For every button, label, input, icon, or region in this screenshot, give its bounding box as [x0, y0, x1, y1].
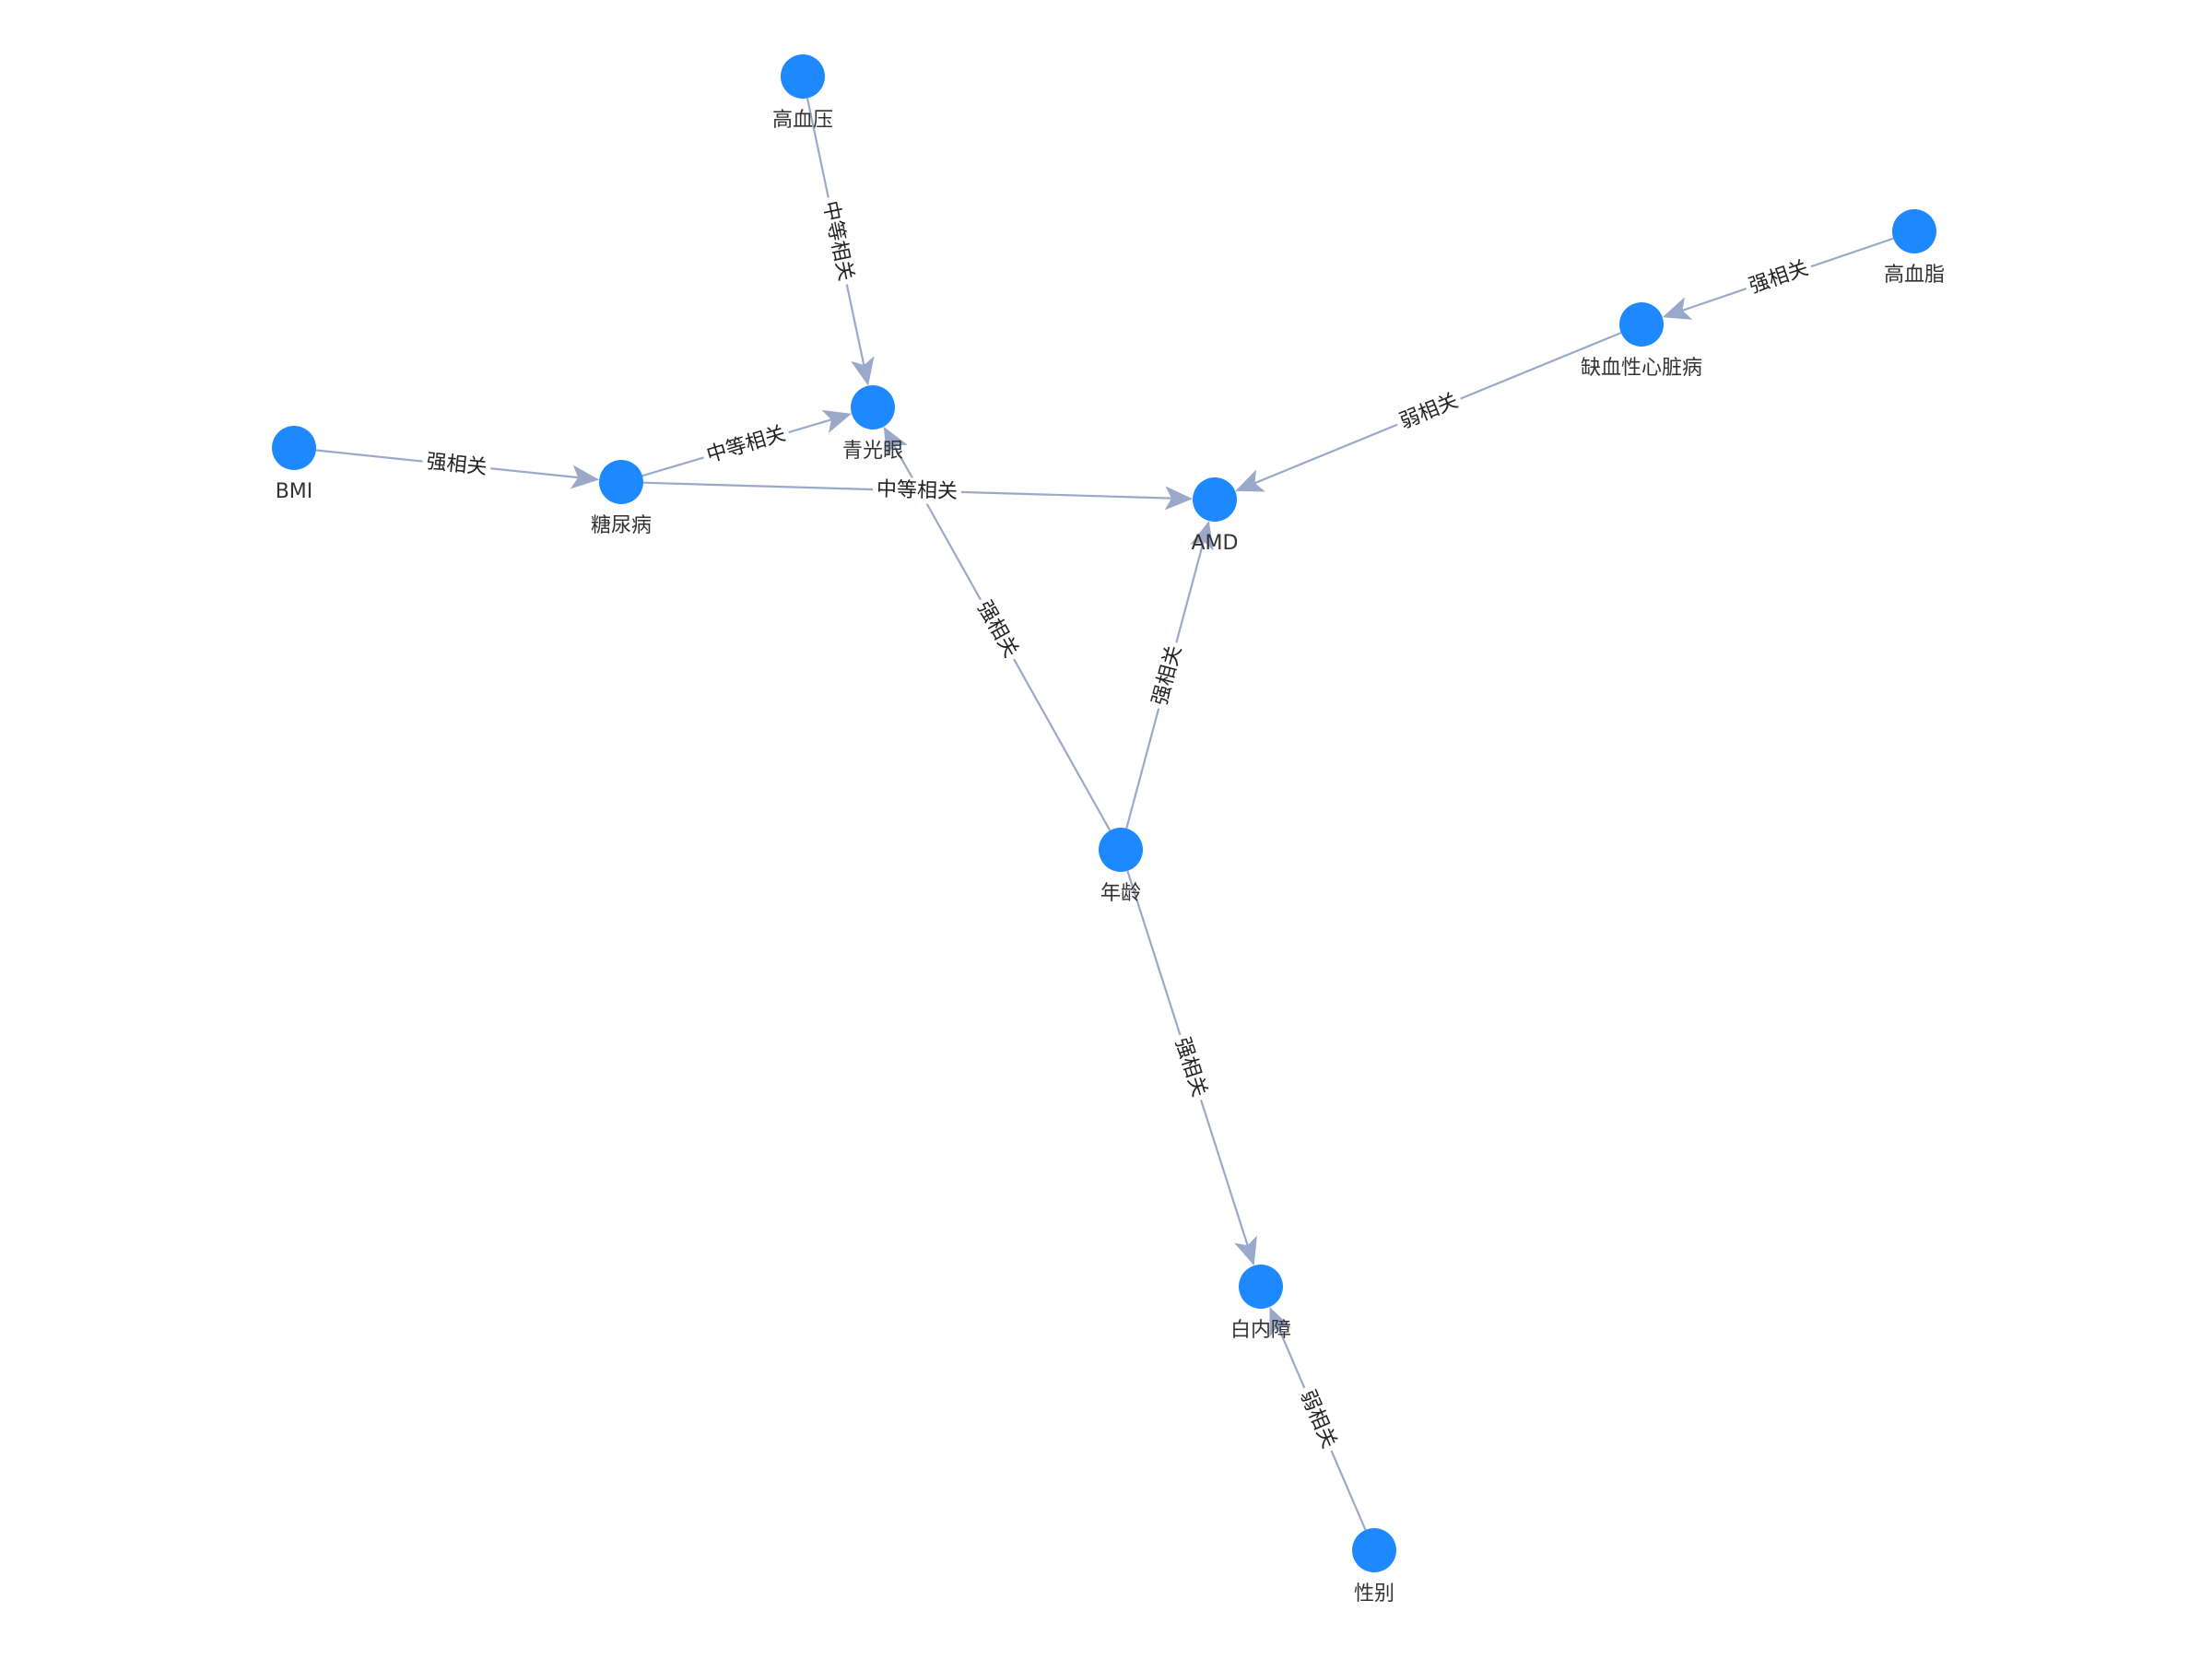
node-circle[interactable] [851, 385, 895, 429]
edge-label-background [1168, 1030, 1214, 1104]
edge-label-background [1742, 253, 1816, 301]
node-circle[interactable] [1099, 828, 1143, 872]
node-circle[interactable] [781, 54, 825, 99]
node-label: 年龄 [1100, 882, 1141, 905]
node-circle[interactable] [1619, 302, 1664, 347]
node-circle[interactable] [1892, 209, 1936, 253]
node-label: BMI [276, 480, 313, 503]
node-label: 青光眼 [842, 440, 903, 463]
node-label: 高血压 [772, 109, 833, 132]
node-label: 糖尿病 [591, 514, 652, 537]
edge-label: 弱相关 [1396, 390, 1462, 434]
graph-node[interactable]: 缺血性心脏病 [1581, 302, 1702, 380]
edge-label-background [816, 194, 860, 288]
node-label: AMD [1192, 532, 1239, 555]
edge-label: 强相关 [972, 597, 1022, 662]
edge-label-background [421, 448, 492, 482]
node-circle[interactable] [272, 426, 316, 470]
graph-node[interactable]: 白内障 [1230, 1265, 1291, 1342]
edge-label-background [969, 593, 1026, 665]
graph-node[interactable]: AMD [1192, 477, 1239, 555]
edge-label-background [1392, 386, 1465, 437]
edge-label-background [1292, 1382, 1344, 1456]
node-label: 性别 [1354, 1583, 1394, 1606]
edge-label: 中等相关 [877, 478, 959, 504]
graph-node[interactable]: 糖尿病 [591, 460, 652, 537]
edge-label: 中等相关 [818, 199, 857, 283]
graph-node[interactable]: 高血压 [772, 54, 833, 132]
edge-labels-layer: 中等相关强相关中等相关中等相关强相关弱相关强相关强相关强相关弱相关 [421, 194, 1816, 1456]
edge-label-background [872, 477, 962, 505]
edge-label-background [1146, 639, 1189, 712]
node-label: 白内障 [1230, 1319, 1291, 1342]
graph-node[interactable]: 青光眼 [842, 385, 903, 463]
graph-node[interactable]: 年龄 [1099, 828, 1143, 905]
graph-node[interactable]: BMI [272, 426, 316, 503]
node-circle[interactable] [1239, 1265, 1283, 1309]
graph-node[interactable]: 高血脂 [1884, 209, 1945, 287]
node-circle[interactable] [1193, 477, 1237, 522]
node-circle[interactable] [599, 460, 643, 504]
edge-label-background [700, 419, 793, 470]
node-label: 缺血性心脏病 [1581, 357, 1702, 380]
edge-label: 弱相关 [1295, 1387, 1340, 1453]
edge-label: 中等相关 [704, 422, 788, 467]
node-label: 高血脂 [1884, 264, 1945, 287]
graph-node[interactable]: 性别 [1352, 1528, 1396, 1606]
edge-label: 强相关 [1747, 257, 1812, 299]
edge-label: 强相关 [1171, 1035, 1211, 1100]
node-circle[interactable] [1352, 1528, 1396, 1572]
